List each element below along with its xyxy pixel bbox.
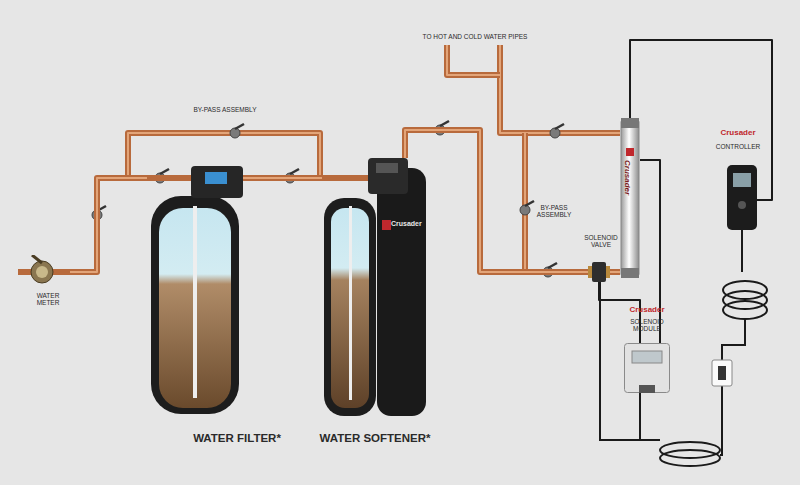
part-label: SOLENOID VALVE bbox=[580, 234, 622, 249]
wall-outlet bbox=[712, 360, 732, 386]
brand-logo: Crusader bbox=[618, 305, 676, 314]
part-label: WATER SOFTENER* bbox=[300, 432, 450, 445]
meter-symbol bbox=[18, 255, 70, 285]
uv-cylinder bbox=[620, 118, 640, 278]
module-box bbox=[624, 343, 670, 393]
callout-label: BY-PASS ASSEMBLY bbox=[183, 106, 267, 113]
brand-logo: Crusader bbox=[713, 128, 763, 137]
uv-controller: CrusaderCONTROLLER bbox=[727, 165, 757, 230]
softener-tanks bbox=[322, 158, 428, 416]
callout-label: BY-PASS ASSEMBLY bbox=[534, 204, 574, 219]
filter-tank bbox=[147, 166, 243, 416]
power-wire bbox=[640, 160, 660, 343]
copper-pipe bbox=[243, 178, 322, 179]
ball-valve bbox=[230, 124, 244, 138]
power-wire bbox=[630, 40, 772, 200]
water-softener-tank: CrusaderWATER SOFTENER* bbox=[322, 158, 428, 416]
part-label: Crusader bbox=[623, 160, 632, 195]
solenoid-module: CrusaderSOLENOID MODULE bbox=[624, 343, 670, 393]
valve-body bbox=[588, 262, 610, 282]
copper-pipe bbox=[70, 178, 147, 272]
callout-label: TO HOT AND COLD WATER PIPES bbox=[408, 33, 542, 40]
copper-pipe bbox=[405, 130, 588, 272]
part-label: WATER METER bbox=[28, 292, 68, 307]
part-label: WATER FILTER* bbox=[157, 432, 317, 445]
copper-pipe bbox=[610, 272, 620, 273]
ball-valve bbox=[550, 124, 564, 138]
water-filter-tank: WATER FILTER* bbox=[147, 166, 243, 416]
brand-logo: Crusader bbox=[391, 220, 427, 228]
part-label: CONTROLLER bbox=[713, 143, 763, 150]
controller-unit bbox=[727, 165, 757, 230]
water-meter: WATER METER bbox=[18, 255, 70, 285]
solenoid-valve: SOLENOID VALVE bbox=[588, 262, 610, 282]
ball-valve bbox=[520, 201, 534, 215]
part-label: SOLENOID MODULE bbox=[622, 318, 672, 333]
uv-sterilizer: Crusader bbox=[620, 118, 640, 278]
